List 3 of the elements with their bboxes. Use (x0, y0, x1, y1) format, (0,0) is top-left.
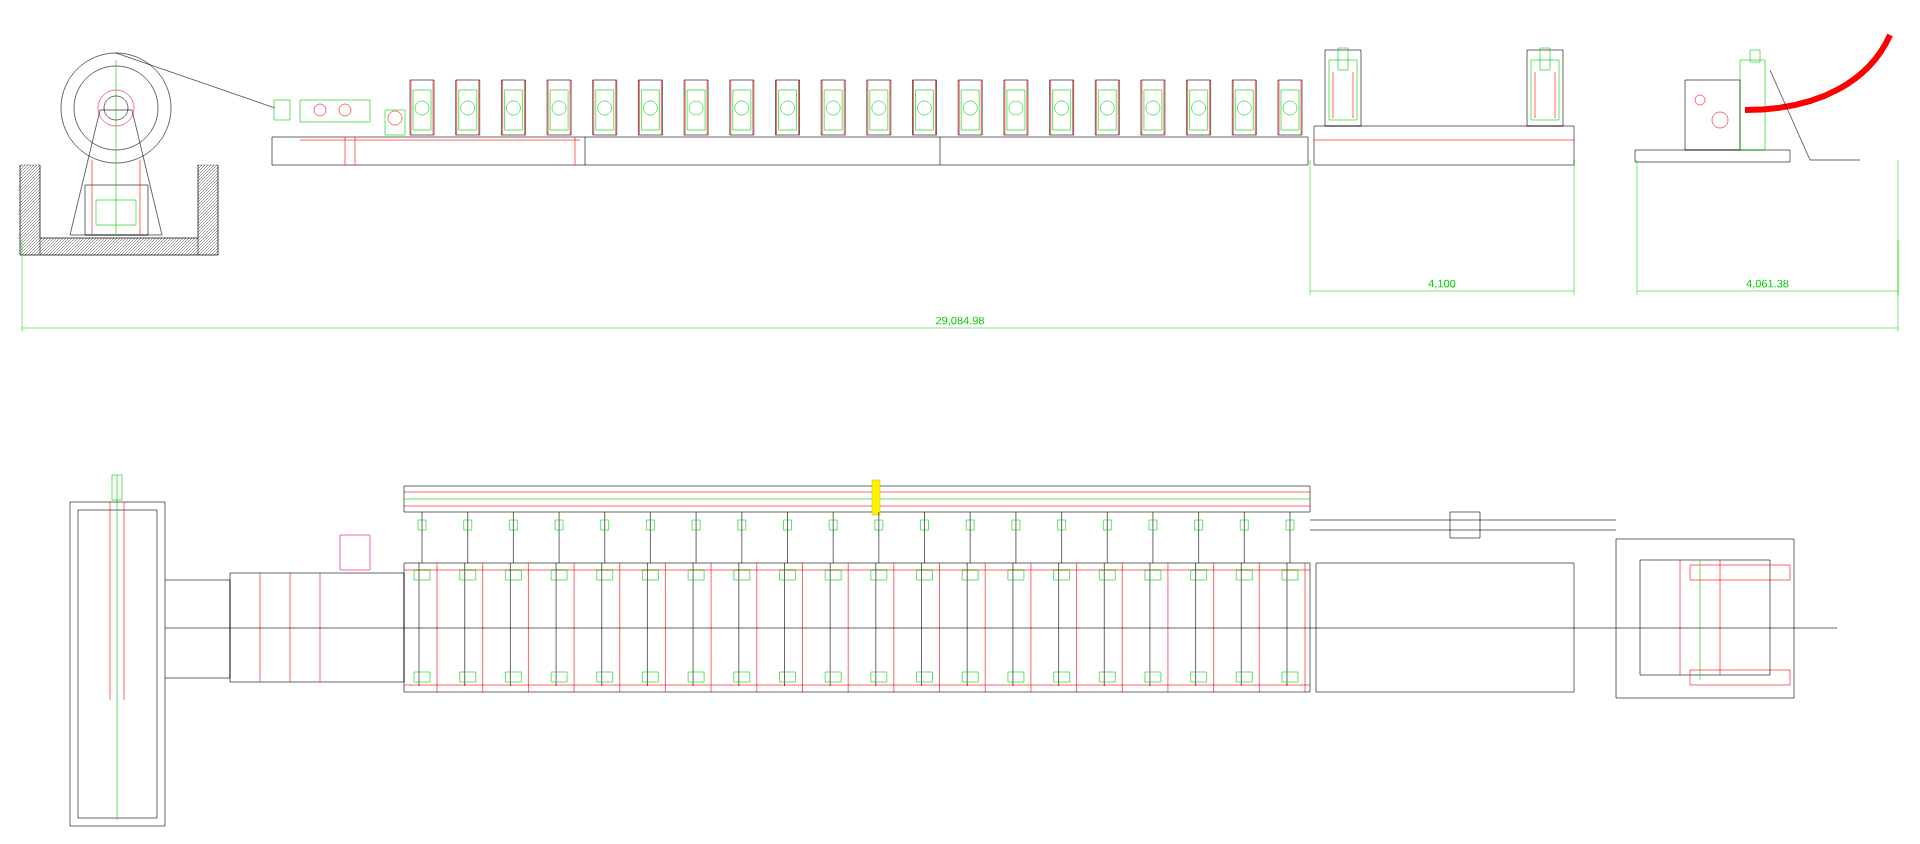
dimension-text: 29,084.98 (936, 316, 984, 326)
dimension-text: 4,100 (1428, 279, 1456, 289)
dimension-text: 4,061.38 (1746, 279, 1789, 289)
